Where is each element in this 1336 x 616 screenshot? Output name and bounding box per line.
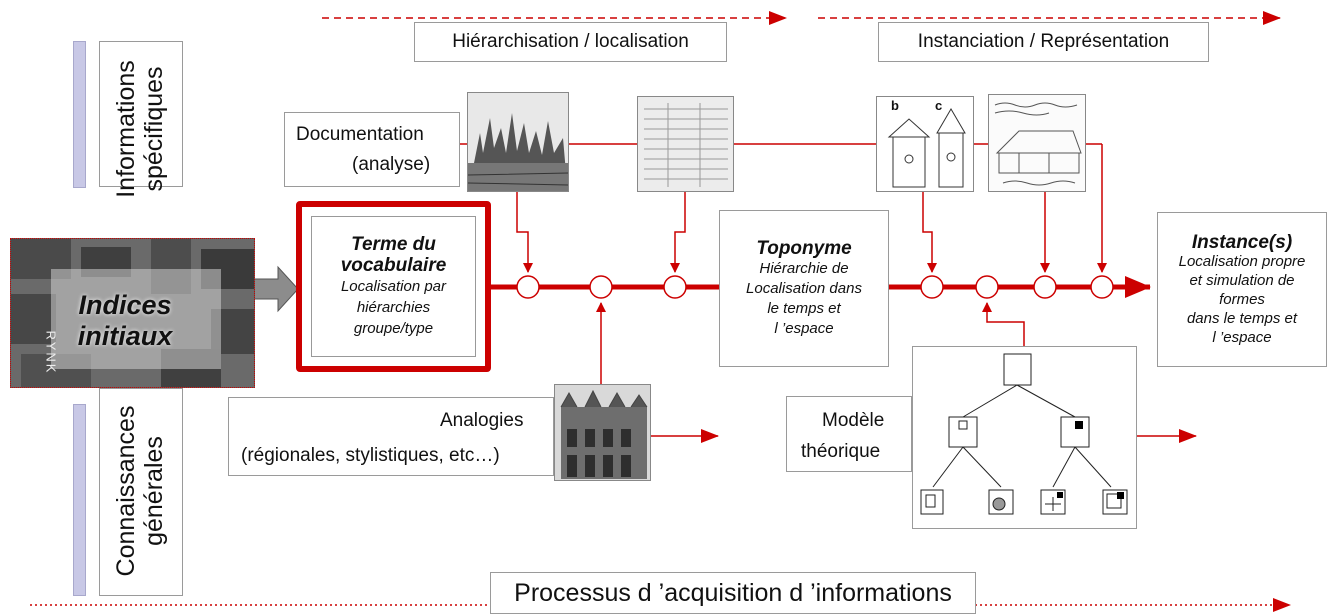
up-modele: [982, 302, 1025, 346]
side-label-bottom-line2: générales: [140, 436, 168, 546]
modele-line1: Modèle: [822, 410, 885, 431]
terme-title2: vocabulaire: [340, 255, 447, 276]
node-circle: [589, 275, 613, 299]
toponyme-sub2: Localisation dans: [746, 279, 862, 297]
node-circle: [975, 275, 999, 299]
documentation-line1: Documentation: [296, 124, 424, 145]
instance-sub5: l ’espace: [1212, 328, 1272, 346]
instance-sub3: formes: [1219, 290, 1265, 308]
node-circle: [1090, 275, 1114, 299]
house-sketch-image: [988, 94, 1086, 192]
drop-doc-2: [670, 192, 686, 273]
terme-inner: Terme du vocabulaire Localisation par hi…: [311, 216, 476, 357]
process-text: Processus d ’acquisition d ’informations: [514, 578, 952, 607]
side-label-bottom-line1: Connaissances: [112, 405, 140, 577]
toponyme-sub1: Hiérarchie de: [759, 259, 849, 277]
side-panel-bottom: [73, 404, 86, 596]
drop-doc-1: [516, 192, 533, 273]
analogies-line1: Analogies: [440, 410, 524, 431]
indices-title-wrap: Indices initiaux: [10, 290, 240, 352]
terme-title1: Terme du: [351, 234, 436, 255]
instance-box: Instance(s) Localisation propre et simul…: [1157, 212, 1327, 367]
terme-sub3: groupe/type: [353, 320, 434, 337]
toponyme-box: Toponyme Hiérarchie de Localisation dans…: [719, 210, 889, 367]
side-label-top-line2: spécifiques: [140, 66, 168, 192]
sketch-label-b: b: [891, 98, 899, 113]
sketch-label-c: c: [935, 98, 943, 113]
instance-title: Instance(s): [1191, 231, 1293, 253]
terme-sub2: hiérarchies: [356, 299, 431, 316]
instance-sub4: dans le temps et: [1186, 309, 1298, 327]
indices-line1: Indices: [78, 290, 172, 320]
tree-diagram: [920, 353, 1128, 515]
toponyme-sub3: le temps et: [767, 299, 841, 317]
terme-sub1: Localisation par: [340, 278, 447, 295]
indices-box: RYNK: [10, 238, 255, 388]
tower-sketch-image: b c: [876, 96, 974, 192]
analogies-box: [228, 397, 554, 476]
city-engraving-image: [467, 92, 569, 192]
building-photo-image: [554, 384, 651, 481]
phase1-label: Hiérarchisation / localisation: [414, 22, 727, 62]
modele-box: [786, 396, 912, 472]
phase1-text: Hiérarchisation / localisation: [452, 31, 689, 52]
phase2-label: Instanciation / Représentation: [878, 22, 1209, 62]
side-label-top-box: [99, 41, 183, 187]
toponyme-sub4: l ’espace: [774, 319, 834, 337]
phase2-text: Instanciation / Représentation: [917, 31, 1170, 52]
process-label: Processus d ’acquisition d ’informations: [490, 572, 976, 614]
toponyme-title: Toponyme: [756, 237, 852, 259]
map-image: [11, 239, 254, 387]
side-label-top: Informations spécifiques: [112, 58, 170, 200]
drop-doc-3: [922, 192, 937, 273]
manuscript-table-image: [637, 96, 734, 192]
node-circle: [1033, 275, 1057, 299]
side-label-bottom: Connaissances générales: [112, 392, 170, 590]
analogies-line2: (régionales, stylistiques, etc…): [241, 445, 500, 466]
indices-line2: initiaux: [77, 321, 173, 351]
modele-line2: théorique: [801, 441, 881, 462]
instance-sub2: et simulation de: [1189, 271, 1295, 289]
node-circle: [516, 275, 540, 299]
side-label-bottom-box: [99, 388, 183, 596]
node-circle: [920, 275, 944, 299]
terme-box: Terme du vocabulaire Localisation par hi…: [296, 201, 491, 372]
side-panel-top: [73, 41, 86, 188]
documentation-line2: (analyse): [352, 154, 431, 175]
tree-model-box: [912, 346, 1137, 529]
instance-sub1: Localisation propre: [1178, 252, 1306, 270]
documentation-box: [284, 112, 460, 187]
node-circle: [663, 275, 687, 299]
side-label-top-line1: Informations: [112, 60, 140, 198]
